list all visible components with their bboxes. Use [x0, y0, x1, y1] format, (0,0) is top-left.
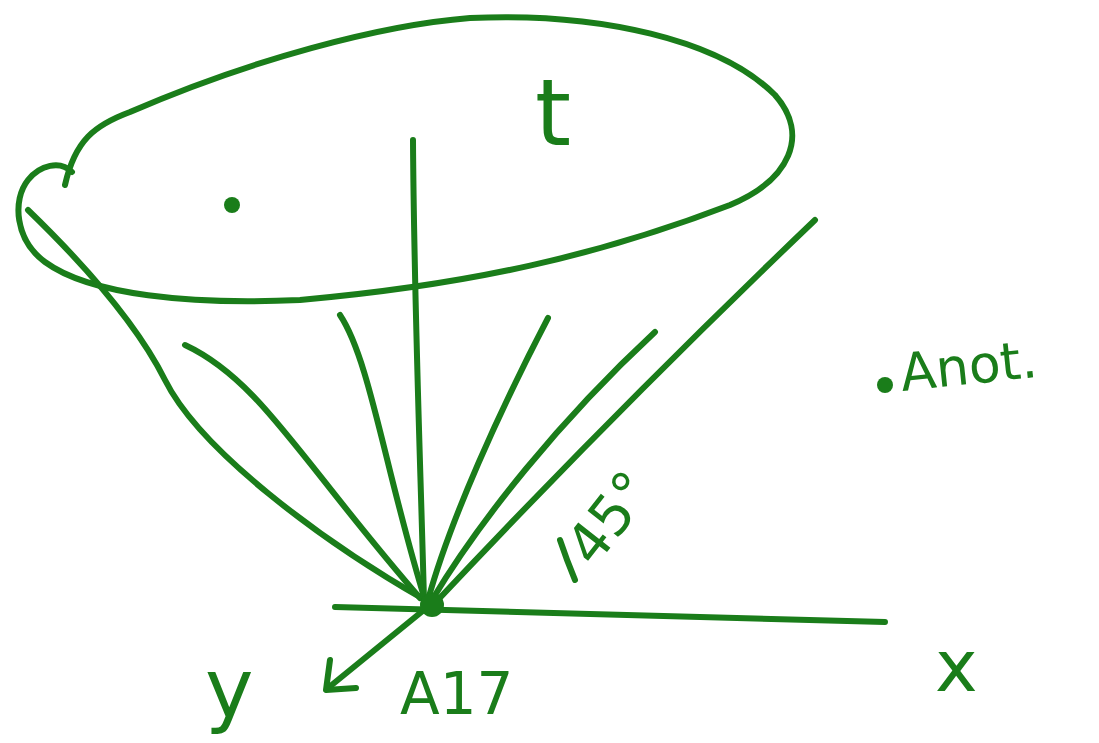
- cone-edge-left: [28, 210, 425, 600]
- axis-label: x: [935, 630, 978, 702]
- cone-line: [428, 318, 548, 600]
- y-axis-arrowhead: [326, 660, 356, 690]
- cone-top-ellipse: [18, 17, 792, 301]
- origin-dot: [420, 593, 444, 617]
- event-dot: [224, 197, 240, 213]
- cone-line: [340, 315, 425, 600]
- axis-label: y: [205, 648, 254, 730]
- point-label: Anot.: [898, 333, 1040, 399]
- cone-edge-right: [436, 220, 815, 602]
- cone-line: [185, 345, 420, 598]
- angle-label: 45°: [557, 462, 662, 575]
- point-label: A17: [400, 665, 513, 723]
- event-dot: [877, 377, 893, 393]
- time-axis: [413, 140, 424, 600]
- axis-label: t: [535, 68, 571, 160]
